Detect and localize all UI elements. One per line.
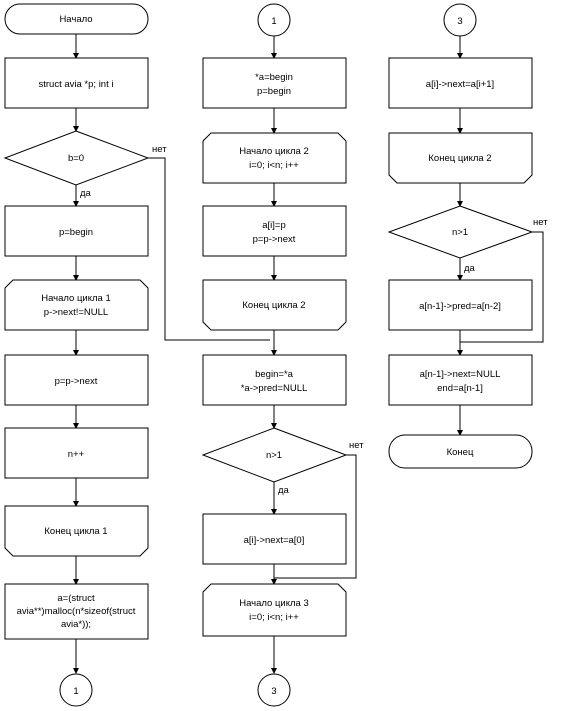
init-block: *a=begin p=begin [202, 57, 347, 109]
declaration-block: struct avia *p; int i [4, 57, 149, 109]
assign-block: a[i]=p p=p->next [202, 205, 347, 257]
decision-b-zero: b=0 [3, 130, 150, 186]
edge-no-branch-2 [274, 454, 357, 579]
begin-assign-line2: *a->pred=NULL [241, 383, 308, 394]
malloc-line3: avia*)); [61, 619, 91, 630]
decision-n-gt-1-no: нет [349, 440, 364, 451]
next-i1-label: a[i]->next=a[i+1] [426, 79, 494, 90]
loop2-start: Начало цикла 2 i=0; i<n; i++ [202, 132, 347, 184]
decision-n-gt-1-col3: n>1 [387, 205, 534, 259]
loop-end-col3-label: Конец цикла 2 [428, 153, 491, 164]
column-1: Начало struct avia *p; int i b=0 нет да … [3, 3, 270, 707]
edge-no-branch-1 [148, 157, 270, 341]
final-assign-line1: a[n-1]->next=NULL [420, 369, 501, 380]
next-assign-block: a[i]->next=a[0] [202, 513, 347, 565]
malloc-line2: avia**)malloc(n*sizeof(struct [17, 606, 136, 617]
loop2-start-line2: i=0; i<n; i++ [249, 160, 299, 171]
connector-1-out: 1 [59, 673, 93, 707]
loop1-start-line2: p->next!=NULL [44, 307, 108, 318]
connector-3-out-label: 3 [271, 686, 276, 697]
connector-3-out: 3 [257, 673, 291, 707]
assign-line1: a[i]=p [262, 220, 286, 231]
begin-assign-block: begin=*a *a->pred=NULL [202, 354, 347, 406]
edge-no-branch-3 [460, 231, 544, 343]
loop2-end: Конец цикла 2 [202, 279, 347, 331]
loop3-start-line2: i=0; i<n; i++ [249, 612, 299, 623]
decision-n-gt-1-col3-label: n>1 [452, 227, 468, 238]
start-terminator: Начало [4, 3, 149, 35]
p-begin-label: p=begin [59, 227, 93, 238]
column-3: 3 a[i]->next=a[i+1] Конец цикла 2 n>1 не… [387, 3, 548, 469]
loop1-end-label: Конец цикла 1 [44, 526, 107, 537]
pred-assign-label: a[n-1]->pred=a[n-2] [419, 301, 501, 312]
loop1-end: Конец цикла 1 [4, 505, 149, 557]
decision-n-gt-1-label: n>1 [266, 450, 282, 461]
end-terminator: Конец [388, 434, 533, 469]
init-line1: *a=begin [255, 72, 293, 83]
loop3-start-line1: Начало цикла 3 [239, 598, 309, 609]
n-increment-label: n++ [68, 449, 85, 460]
final-assign-block: a[n-1]->next=NULL end=a[n-1] [388, 354, 533, 406]
end-label: Конец [447, 447, 474, 458]
pred-assign-block: a[n-1]->pred=a[n-2] [388, 279, 533, 331]
connector-3-in-label: 3 [457, 16, 462, 27]
decision-n-gt-1-col3-yes: да [464, 263, 476, 274]
loop1-start: Начало цикла 1 p->next!=NULL [4, 279, 149, 331]
loop-end-col3: Конец цикла 2 [388, 132, 533, 184]
malloc-block: a=(struct avia**)malloc(n*sizeof(struct … [4, 583, 149, 640]
loop3-start: Начало цикла 3 i=0; i<n; i++ [202, 583, 347, 637]
assign-line2: p=p->next [253, 234, 296, 245]
p-next-block: p=p->next [4, 354, 149, 406]
loop2-end-label: Конец цикла 2 [242, 300, 305, 311]
start-label: Начало [59, 14, 92, 25]
init-line2: p=begin [257, 86, 291, 97]
next-i1-block: a[i]->next=a[i+1] [388, 57, 533, 109]
connector-1-in-label: 1 [271, 16, 276, 27]
connector-3-in: 3 [443, 3, 477, 37]
declaration-label: struct avia *p; int i [39, 79, 114, 90]
decision-b-zero-no: нет [152, 144, 167, 155]
column-2: 1 *a=begin p=begin Начало цикла 2 i=0; i… [201, 3, 364, 707]
decision-n-gt-1-col3-no: нет [533, 217, 548, 228]
final-assign-line2: end=a[n-1] [437, 383, 483, 394]
loop2-start-line1: Начало цикла 2 [239, 146, 309, 157]
connector-1-in: 1 [257, 3, 291, 37]
decision-n-gt-1: n>1 [201, 427, 348, 483]
p-begin-block: p=begin [4, 205, 149, 257]
n-increment-block: n++ [4, 427, 149, 479]
begin-assign-line1: begin=*a [255, 369, 293, 380]
decision-b-zero-label: b=0 [68, 153, 84, 164]
next-assign-label: a[i]->next=a[0] [244, 535, 305, 546]
loop1-start-line1: Начало цикла 1 [41, 293, 111, 304]
decision-b-zero-yes: да [80, 188, 92, 199]
p-next-label: p=p->next [55, 376, 98, 387]
decision-n-gt-1-yes: да [278, 485, 290, 496]
connector-1-out-label: 1 [73, 686, 78, 697]
malloc-line1: a=(struct [57, 593, 95, 604]
